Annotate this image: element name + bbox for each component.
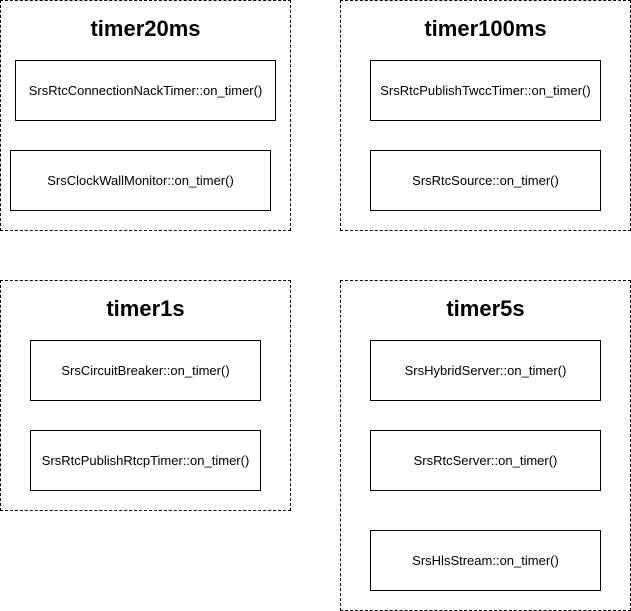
- handler-box: SrsHybridServer::on_timer(): [370, 340, 601, 401]
- group-timer100ms: timer100ms: [340, 0, 631, 231]
- group-title: timer20ms: [90, 16, 201, 41]
- handler-box: SrsRtcConnectionNackTimer::on_timer(): [15, 60, 276, 121]
- group-title: timer1s: [106, 296, 185, 321]
- handler-box: SrsCircuitBreaker::on_timer(): [30, 340, 261, 401]
- group-timer1s: timer1s: [0, 280, 291, 511]
- handler-box: SrsRtcPublishTwccTimer::on_timer(): [370, 60, 601, 121]
- group-title: timer100ms: [424, 16, 547, 41]
- handler-box: SrsRtcPublishRtcpTimer::on_timer(): [30, 430, 261, 491]
- group-timer20ms: timer20ms: [0, 0, 291, 231]
- handler-box: SrsRtcServer::on_timer(): [370, 430, 601, 491]
- group-title: timer5s: [446, 296, 525, 321]
- handler-box: SrsHlsStream::on_timer(): [370, 530, 601, 591]
- handler-box: SrsClockWallMonitor::on_timer(): [10, 150, 271, 211]
- handler-box: SrsRtcSource::on_timer(): [370, 150, 601, 211]
